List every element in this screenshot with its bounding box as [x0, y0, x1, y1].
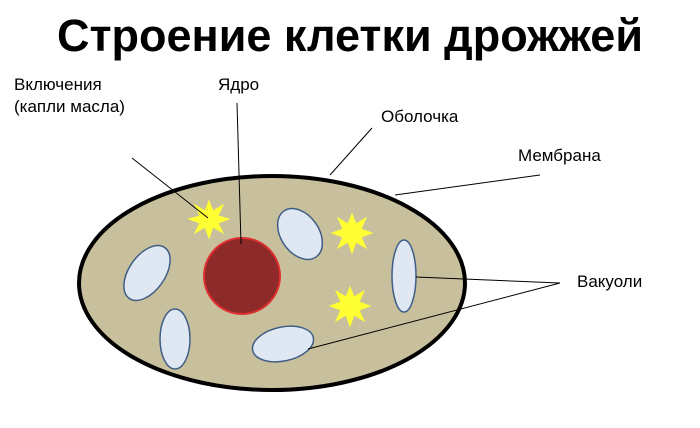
label-inclusions-line2: (капли масла): [14, 97, 125, 116]
inclusion-star-2: [330, 212, 374, 255]
leader-vacuole-a: [415, 276, 561, 284]
nucleus: [203, 237, 281, 315]
vacuole-2: [159, 308, 191, 370]
leader-nucleus: [236, 102, 242, 245]
page-title: Строение клетки дрожжей: [57, 10, 643, 61]
label-inclusions: Включения (капли масла): [14, 74, 125, 118]
label-nucleus: Ядро: [218, 75, 260, 94]
vacuole-4: [391, 239, 417, 313]
leader-inclusions: [131, 157, 209, 219]
leader-lines: [131, 102, 561, 350]
vacuole-3: [276, 207, 324, 261]
leader-membrane: [394, 174, 541, 196]
inclusion-star-3: [328, 285, 372, 328]
vacuole-1: [123, 244, 171, 302]
inclusion-star-1: [187, 199, 231, 240]
vacuole-5: [251, 325, 315, 363]
label-vacuoles: Вакуоли: [577, 272, 643, 291]
label-inclusions-line1: Включения: [14, 75, 102, 94]
leader-shell: [329, 127, 373, 176]
label-membrane: Мембрана: [518, 146, 601, 165]
leader-vacuole-b: [307, 282, 561, 350]
label-shell: Оболочка: [381, 107, 459, 126]
